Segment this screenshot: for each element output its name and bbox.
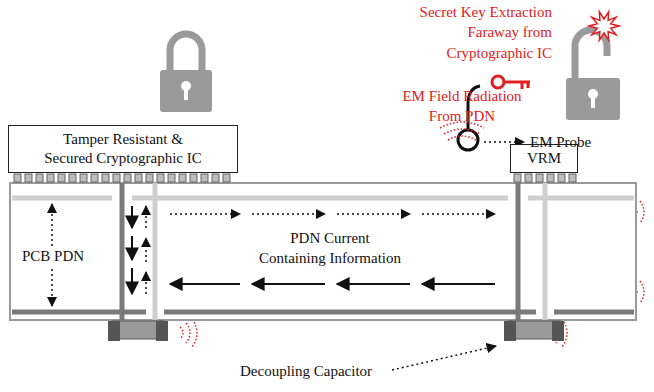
solder-ball [157, 174, 164, 182]
solder-ball [58, 174, 65, 182]
solder-ball [80, 174, 87, 182]
chip-box: Tamper Resistant & Secured Cryptographic… [8, 125, 238, 173]
solder-ball [179, 174, 186, 182]
leader-line [392, 346, 496, 370]
decoupling-capacitor [108, 321, 564, 341]
burst-symbol [589, 12, 619, 41]
box-text: Tamper Resistant & Secured Cryptographic… [38, 130, 208, 168]
solder-ball [113, 174, 120, 182]
solder-ball [525, 174, 532, 182]
box-text: VRM [527, 149, 561, 168]
current-label: PDN Current Containing Information [256, 228, 404, 269]
solder-ball [14, 174, 21, 182]
attack-caption: Secret Key Extraction Faraway from Crypt… [404, 2, 552, 63]
pcb-board [10, 183, 636, 320]
open-lock [566, 30, 620, 120]
solder-ball [190, 174, 197, 182]
solder-ball [124, 174, 131, 182]
solder-ball [25, 174, 32, 182]
solder-ball [69, 174, 76, 182]
solder-balls [14, 174, 576, 182]
solder-ball [36, 174, 43, 182]
radiation-label: EM Field Radiation From PDN [396, 86, 528, 127]
solder-ball [514, 174, 521, 182]
solder-ball [547, 174, 554, 182]
solder-ball [558, 174, 565, 182]
solder-ball [223, 174, 230, 182]
solder-ball [201, 174, 208, 182]
solder-ball [47, 174, 54, 182]
capacitor-label: Decoupling Capacitor [240, 361, 390, 381]
secret-key [492, 76, 530, 89]
solder-ball [569, 174, 576, 182]
closed-lock [160, 34, 212, 112]
pdn-label: PCB PDN [20, 246, 86, 266]
solder-ball [91, 174, 98, 182]
solder-ball [168, 174, 175, 182]
solder-ball [212, 174, 219, 182]
solder-ball [146, 174, 153, 182]
solder-ball [102, 174, 109, 182]
probe-label: EM Probe [530, 132, 610, 152]
solder-ball [536, 174, 543, 182]
burst-outline [589, 12, 619, 41]
solder-ball [135, 174, 142, 182]
